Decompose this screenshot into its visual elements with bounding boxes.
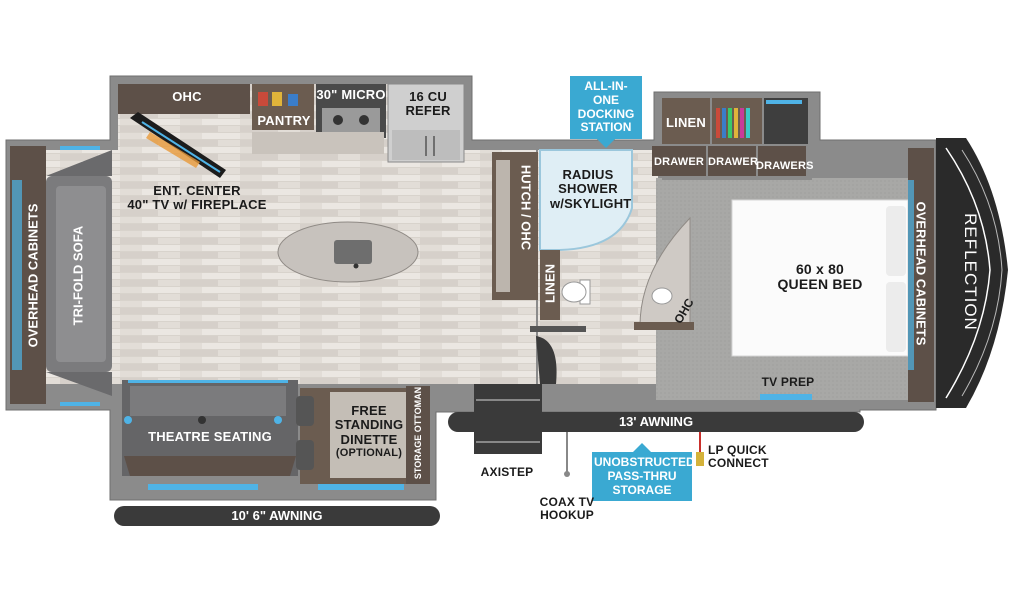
- label-brand: REFLECTION: [961, 213, 980, 331]
- awning-slide: 10' 6" AWNING: [114, 506, 440, 526]
- label-theatre-seating: THEATRE SEATING: [148, 429, 272, 444]
- label-ent-line1: ENT. CENTER: [153, 183, 241, 198]
- label-drawer-2: DRAWER: [708, 156, 759, 168]
- label-ent-line2: 40" TV w/ FIREPLACE: [127, 197, 267, 213]
- tv-icon: [130, 112, 226, 178]
- storage-ottoman: [406, 386, 430, 484]
- label-refer: 16 CU REFER: [396, 89, 460, 119]
- drawer-2: [708, 146, 756, 176]
- callout-line: STATION: [580, 120, 632, 135]
- label-drawers: DRAWERS: [756, 160, 814, 172]
- label-dinette-line2: STANDING: [334, 417, 404, 433]
- label-bed-line1: 60 x 80: [795, 261, 845, 277]
- linen-cabinet: [662, 98, 710, 144]
- label-axistep: AXISTEP: [480, 465, 534, 479]
- awning-main: 13' AWNING: [448, 412, 864, 432]
- sink-icon: [334, 240, 372, 264]
- callout-line: PASS-THRU: [607, 468, 677, 483]
- toilet-icon: [561, 279, 591, 305]
- label-hutch-ohc: HUTCH / OHC: [518, 164, 534, 251]
- queen-bed: [731, 199, 909, 357]
- ohc-top: [118, 84, 250, 114]
- label-dinette-line3: DINETTE: [340, 431, 398, 447]
- label-lp-line2: CONNECT: [708, 456, 769, 471]
- drawer-1: [652, 146, 706, 176]
- label-dinette-line4: (OPTIONAL): [335, 446, 403, 459]
- label-ent-center: ENT. CENTER 40" TV w/ FIREPLACE: [122, 183, 272, 213]
- label-pantry: PANTRY: [257, 113, 311, 128]
- callout-line: STORAGE: [612, 482, 672, 497]
- callout-line: UNOBSTRUCTED: [594, 455, 695, 469]
- label-tri-fold-sofa: TRI-FOLD SOFA: [70, 225, 86, 326]
- pantry: [252, 84, 314, 130]
- label-overhead-cabinets-left: OVERHEAD CABINETS: [25, 203, 41, 348]
- label-lp-line1: LP QUICK: [708, 443, 767, 457]
- label-bed-line2: QUEEN BED: [777, 276, 863, 293]
- label-dinette-line1: FREE: [351, 403, 387, 418]
- label-micro: 30" MICRO: [316, 87, 386, 102]
- label-overhead-cabinets-right: OVERHEAD CABINETS: [913, 201, 929, 346]
- label-drawer-1: DRAWER: [653, 156, 705, 168]
- label-lp: LP QUICK CONNECT: [708, 443, 772, 471]
- label-linen-bath: LINEN: [542, 264, 558, 303]
- callout-line: DOCKING: [577, 106, 635, 121]
- label-refer-line1: 16 CU: [409, 89, 447, 104]
- label-shower-line3: w/SKYLIGHT: [550, 195, 632, 211]
- drawers-3: [758, 146, 806, 176]
- label-storage-ottoman: STORAGE OTTOMAN: [413, 386, 423, 480]
- label-shower-line2: SHOWER: [558, 181, 618, 197]
- label-coax-line1: COAX TV: [539, 495, 595, 509]
- front-cap: [936, 138, 1008, 408]
- label-tv-prep: TV PREP: [761, 375, 815, 389]
- label-shower-line1: RADIUS: [562, 167, 614, 182]
- label-queen-bed: 60 x 80 QUEEN BED: [770, 261, 870, 293]
- label-radius-shower: RADIUS SHOWER w/SKYLIGHT: [550, 167, 632, 211]
- callout-line: ALL-IN-ONE: [584, 79, 628, 107]
- label-linen-top: LINEN: [666, 115, 706, 130]
- label-coax-line2: HOOKUP: [540, 508, 594, 523]
- docking-station-callout: ALL-IN-ONE DOCKING STATION: [570, 76, 642, 149]
- label-dinette: FREE STANDING DINETTE (OPTIONAL): [330, 403, 408, 459]
- label-refer-line2: REFER: [405, 103, 451, 119]
- label-ohc: OHC: [172, 89, 202, 104]
- pass-thru-storage-callout: UNOBSTRUCTED PASS-THRU STORAGE: [592, 442, 695, 502]
- label-coax: COAX TV HOOKUP: [532, 495, 602, 523]
- radius-shower: [539, 149, 633, 251]
